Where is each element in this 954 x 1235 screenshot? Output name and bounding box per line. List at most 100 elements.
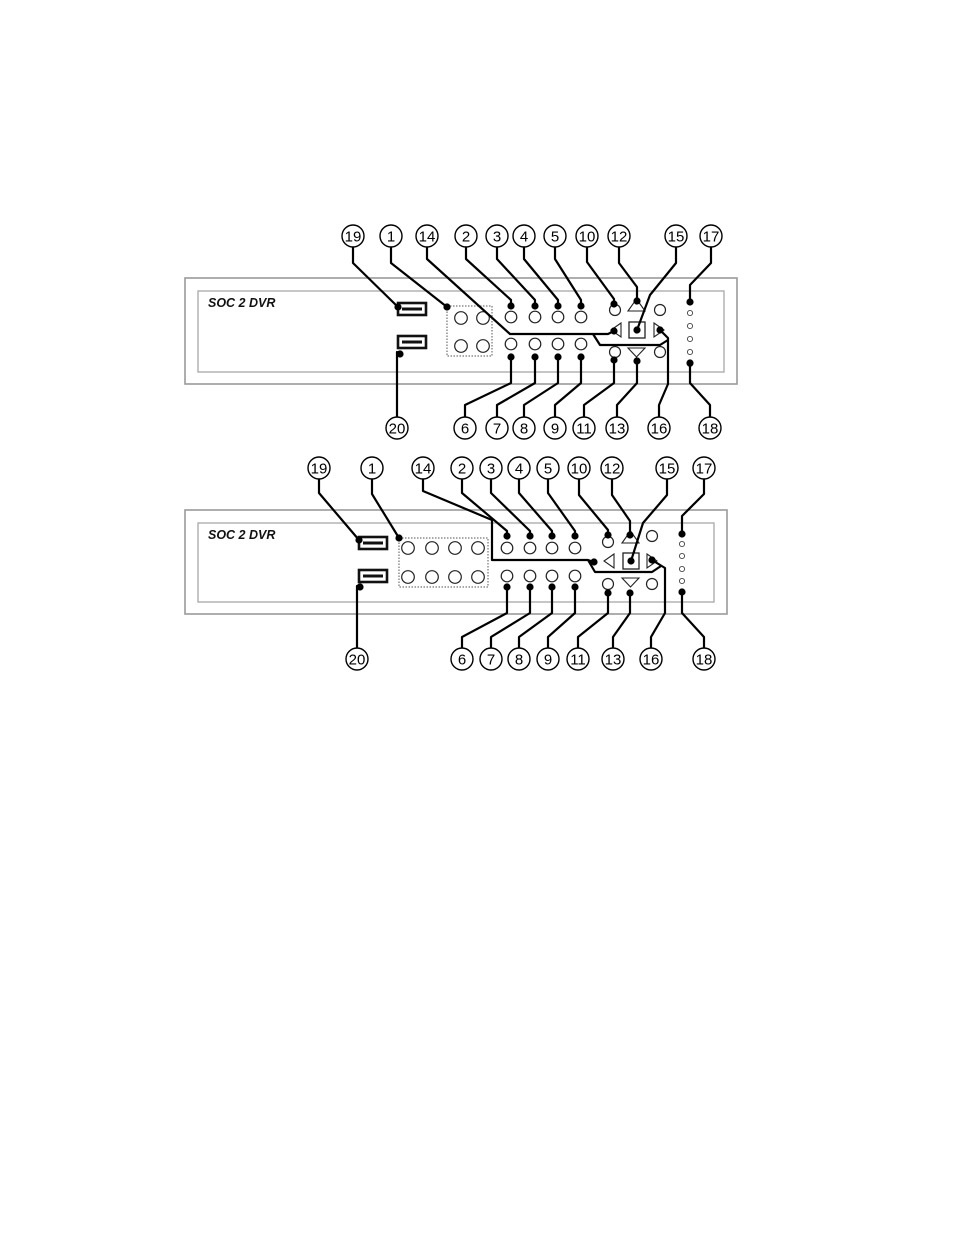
callout-callouts_top: 12 [601,457,623,479]
leader-dot [648,556,655,563]
leader-dot [577,302,584,309]
leader-dot [610,300,617,307]
leader-dot [590,558,597,565]
chassis-outer-frame [185,510,727,614]
channel-button [455,312,468,325]
leader-dot [678,588,685,595]
callout-callouts_bottom: 18 [693,648,715,670]
callout-callouts_bottom: 11 [567,648,589,670]
leader-dot [571,532,578,539]
status-led [687,323,692,328]
callout-number: 16 [651,420,668,437]
nav-side-button [603,579,614,590]
status-led [687,310,692,315]
callout-callouts_bottom: 9 [537,648,559,670]
callout-callouts_top: 4 [508,457,530,479]
channel-button [426,571,439,584]
callout-number: 3 [487,460,495,477]
status-led [679,541,684,546]
callout-callouts_top: 14 [412,457,434,479]
callout-number: 1 [387,228,395,245]
leader-dot [503,583,510,590]
function-button [529,311,541,323]
status-led [679,578,684,583]
callout-number: 12 [604,460,621,477]
callout-callouts_bottom: 9 [544,417,566,439]
callout-callouts_top: 17 [693,457,715,479]
channel-button [426,542,439,555]
leader-dot [577,353,584,360]
function-button [546,570,558,582]
usb-port-slot [363,575,383,578]
callout-callouts_top: 15 [665,225,687,247]
function-button [501,542,513,554]
callout-callouts_bottom: 7 [486,417,508,439]
callout-number: 11 [570,651,586,668]
status-led [679,553,684,558]
callout-number: 7 [493,420,501,437]
leader-dot [633,326,640,333]
leader-dot [526,532,533,539]
callout-number: 5 [551,228,559,245]
callout-number: 10 [579,228,596,245]
leader-dot [678,530,685,537]
function-button [552,338,564,350]
function-button [529,338,541,350]
callout-number: 1 [368,460,376,477]
callout-number: 3 [493,228,501,245]
callout-number: 14 [415,460,432,477]
usb-port-slot [402,341,422,344]
callout-number: 19 [311,460,328,477]
callout-number: 5 [544,460,552,477]
nav-side-button [655,347,666,358]
callout-callouts_bottom: 8 [508,648,530,670]
callout-callouts_top: 10 [576,225,598,247]
leader-dot [686,298,693,305]
callout-number: 11 [576,420,592,437]
callout-number: 18 [696,651,713,668]
function-button [575,311,587,323]
function-button [575,338,587,350]
callout-number: 12 [611,228,628,245]
nav-side-button [610,347,621,358]
callout-callouts_bottom: 8 [513,417,535,439]
callout-number: 8 [515,651,523,668]
leader-dot [686,359,693,366]
callout-number: 2 [462,228,470,245]
leader-dot [548,532,555,539]
callout-number: 18 [702,420,719,437]
callout-number: 20 [349,651,366,668]
function-button [524,570,536,582]
callout-number: 7 [487,651,495,668]
callout-callouts_bottom: 20 [346,648,368,670]
leader-dot [626,589,633,596]
callout-callouts_top: 14 [416,225,438,247]
brand-label: SOC 2 DVR [208,296,275,310]
callout-callouts_top: 1 [361,457,383,479]
callout-number: 17 [703,228,720,245]
function-button [501,570,513,582]
callout-callouts_top: 2 [451,457,473,479]
callout-number: 13 [609,420,626,437]
leader-dot [633,357,640,364]
callout-callouts_top: 2 [455,225,477,247]
nav-side-button [647,531,658,542]
callout-number: 14 [419,228,436,245]
leader-dot [571,583,578,590]
channel-button [472,571,485,584]
channel-button [449,571,462,584]
callout-callouts_bottom: 20 [386,417,408,439]
leader-dot [554,302,561,309]
leader-dot [503,532,510,539]
leader-dot [507,353,514,360]
callout-callouts_top: 5 [537,457,559,479]
leader-dot [610,356,617,363]
callout-callouts_top: 19 [342,225,364,247]
callout-callouts_bottom: 6 [454,417,476,439]
callout-number: 4 [520,228,528,245]
callout-number: 6 [461,420,469,437]
callout-number: 6 [458,651,466,668]
usb-port-slot [363,542,383,545]
